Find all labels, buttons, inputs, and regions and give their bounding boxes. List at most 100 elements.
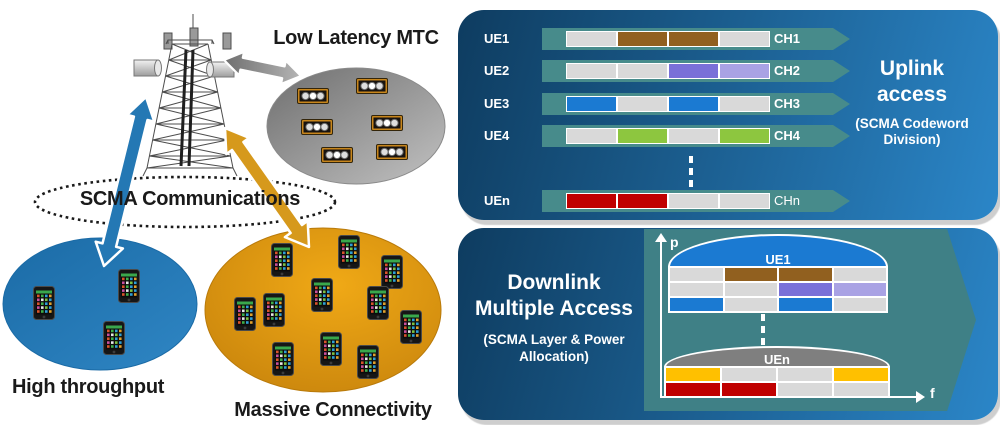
allocation-cell-brown (724, 268, 777, 281)
ch-label: CH4 (774, 128, 801, 143)
codeword-segment-gray (567, 129, 616, 143)
uplink-row-uen: UEn CHn (458, 190, 998, 212)
codeword-segment-brown (618, 32, 667, 46)
smartphone-icon (400, 310, 422, 344)
smartphone-icon (381, 255, 403, 289)
uplink-title-line1: Uplink (879, 57, 945, 80)
codeword-bar (566, 128, 770, 144)
scma-dashed-ellipse (33, 175, 337, 229)
codeword-segment-gray (720, 97, 769, 111)
allocation-cell-gray (670, 283, 723, 296)
codeword-segment-gray (720, 32, 769, 46)
codeword-bar (566, 193, 770, 209)
smartphone-icon (263, 293, 285, 327)
codeword-segment-brown (669, 32, 718, 46)
microwave-drum-left (133, 59, 162, 77)
downlink-title-line1: Downlink (507, 271, 601, 294)
uplink-subtitle-line2: Division) (883, 132, 941, 147)
allocation-cell-gray (778, 383, 832, 396)
ch-label: CHn (774, 193, 801, 208)
downlink-subtitle-line1: (SCMA Layer & Power (483, 332, 625, 347)
massive-connectivity-label: Massive Connectivity (234, 399, 432, 421)
uplink-row-ue2: UE2 CH2 (458, 60, 998, 82)
power-axis-label: p (670, 234, 679, 250)
allocation-cell-gray (670, 268, 723, 281)
uplink-title-block: Uplink access (SCMA Codeword Division) (838, 56, 986, 148)
allocation-grid-ue1 (668, 266, 888, 313)
dome-uen: UEn (664, 346, 890, 367)
allocation-cell-gray (724, 283, 777, 296)
codeword-bar (566, 96, 770, 112)
smartphone-icon (271, 243, 293, 277)
codeword-segment-purple_light (720, 64, 769, 78)
uplink-row-ue3: UE3 CH3 (458, 93, 998, 115)
ue-label: UE1 (484, 31, 510, 46)
codeword-segment-gray (669, 194, 718, 208)
high-throughput-label: High throughput (12, 376, 165, 398)
codeword-segment-gray (720, 194, 769, 208)
smartphone-icon (357, 345, 379, 379)
device-icons (33, 78, 422, 379)
codeword-segment-gray (567, 32, 616, 46)
codeword-segment-green (618, 129, 667, 143)
allocation-cell-gray (778, 368, 832, 381)
mtc-sensor-icon (301, 119, 333, 135)
smartphone-icon (118, 269, 140, 303)
smartphone-icon (320, 332, 342, 366)
downlink-subtitle: (SCMA Layer & Power Allocation) (466, 331, 642, 365)
high-throughput-region (2, 237, 198, 371)
allocation-cell-blue (779, 298, 832, 311)
codeword-segment-red (618, 194, 667, 208)
uplink-subtitle: (SCMA Codeword Division) (838, 116, 986, 148)
codeword-bar (566, 31, 770, 47)
dome-label: UE1 (765, 252, 791, 267)
codeword-segment-gray (618, 97, 667, 111)
allocation-cell-gray (834, 383, 888, 396)
downlink-subtitle-line2: Allocation) (519, 349, 589, 364)
frequency-axis-label: f (930, 385, 935, 401)
smartphone-icon (272, 342, 294, 376)
smartphone-icon (234, 297, 256, 331)
codeword-segment-blue (669, 97, 718, 111)
smartphone-icon (311, 278, 333, 312)
allocation-cell-gray (833, 268, 886, 281)
uplink-ellipsis-dashes (689, 156, 693, 188)
ue-label: UEn (484, 193, 510, 208)
uplink-subtitle-line1: (SCMA Codeword (855, 116, 969, 131)
dome-ue1: UE1 (668, 234, 888, 267)
power-axis (660, 241, 662, 398)
ch-label: CH2 (774, 63, 801, 78)
downlink-title-block: Downlink Multiple Access (SCMA Layer & P… (466, 270, 642, 365)
allocation-cell-purple_light (833, 283, 886, 296)
allocation-cell-brown (779, 268, 832, 281)
network-diagram-graphic (2, 14, 446, 393)
mtc-arrow-gray (222, 50, 303, 86)
codeword-segment-gray (669, 129, 718, 143)
ue-label: UE2 (484, 63, 510, 78)
allocation-cell-gray (722, 368, 776, 381)
allocation-cell-red (666, 383, 720, 396)
codeword-segment-green (720, 129, 769, 143)
mtc-sensor-icon (321, 147, 353, 163)
allocation-cell-gray (833, 298, 886, 311)
allocation-cell-yellow (666, 368, 720, 381)
downlink-title-line2: Multiple Access (475, 297, 633, 320)
ue-label: UE3 (484, 96, 510, 111)
codeword-segment-blue (567, 97, 616, 111)
mtc-sensor-icon (376, 144, 408, 160)
power-axis-arrowhead (655, 233, 667, 242)
codeword-segment-purple (669, 64, 718, 78)
ch-label: CH3 (774, 96, 801, 111)
ch-label: CH1 (774, 31, 801, 46)
codeword-segment-red (567, 194, 616, 208)
downlink-ellipsis-dashes (761, 314, 765, 352)
allocation-grid-uen (664, 366, 890, 398)
codeword-bar (566, 63, 770, 79)
smartphone-icon (367, 286, 389, 320)
allocation-cell-yellow (834, 368, 888, 381)
allocation-cell-red (722, 383, 776, 396)
